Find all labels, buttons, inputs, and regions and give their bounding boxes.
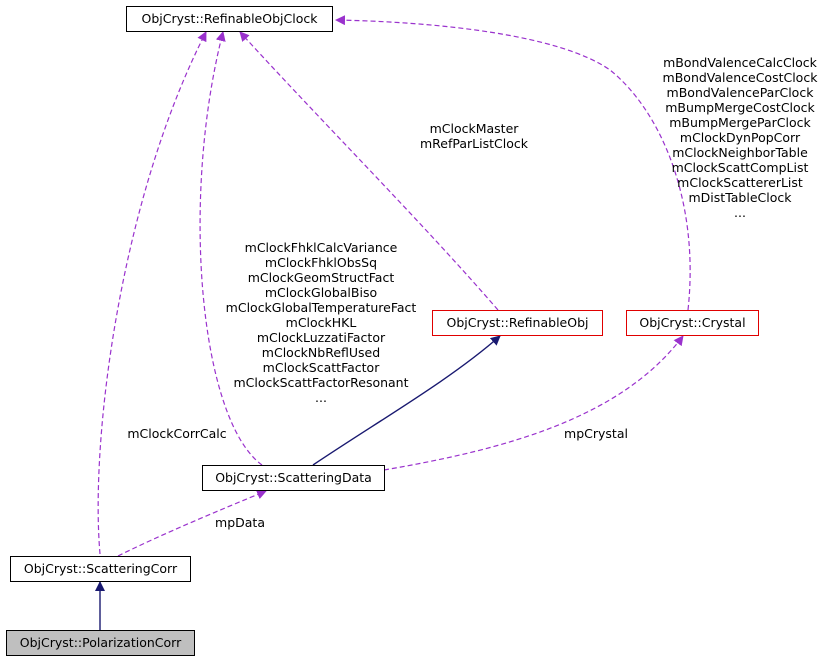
label-line: mBondValenceCalcClock — [663, 55, 817, 70]
node-crystal[interactable]: ObjCryst::Crystal — [626, 310, 759, 336]
label-line: mBondValenceCostClock — [662, 70, 818, 85]
label-refinable-obj-clocks: mClockMaster mRefParListClock — [420, 121, 528, 151]
label-corr-calc-clock: mClockCorrCalc — [127, 426, 227, 441]
label-line: mClockNeighborTable — [672, 145, 808, 160]
label-mp-data: mpData — [215, 515, 265, 530]
label-line: mClockFhklCalcVariance — [244, 240, 398, 255]
edge-scatteringdata-clock — [199, 31, 263, 466]
node-scattering-data[interactable]: ObjCryst::ScatteringData — [202, 465, 385, 491]
label-line: mClockScattFactorResonant — [233, 375, 409, 390]
label-line: mBumpMergeParClock — [669, 115, 811, 130]
label-line: mClockHKL — [285, 315, 357, 330]
label-line: mClockScattererList — [677, 175, 803, 190]
label-line: mClockGlobalBiso — [264, 285, 378, 300]
edge-scatteringdata-crystal — [383, 335, 684, 471]
label-line: mClockMaster — [429, 121, 519, 136]
label-line: mDistTableClock — [688, 190, 792, 205]
label-line: mBumpMergeCostClock — [665, 100, 815, 115]
node-scattering-corr[interactable]: ObjCryst::ScatteringCorr — [10, 556, 191, 582]
edge-scatteringcorr-scatteringdata — [117, 489, 267, 557]
label-mp-crystal: mpCrystal — [564, 426, 628, 441]
edge-refinableobj-clock — [239, 31, 499, 311]
label-line: mClockGlobalTemperatureFact — [225, 300, 417, 315]
edge-scatteringdata-refinableobj — [312, 335, 501, 466]
label-line: ... — [734, 205, 746, 220]
label-line: mRefParListClock — [420, 136, 528, 151]
node-polarization-corr[interactable]: ObjCryst::PolarizationCorr — [6, 630, 195, 656]
label-crystal-clocks: mBondValenceCalcClock mBondValenceCostCl… — [663, 55, 818, 220]
label-line: mBondValenceParClock — [666, 85, 814, 100]
label-line: mClockNbReflUsed — [261, 345, 381, 360]
node-refinable-obj[interactable]: ObjCryst::RefinableObj — [432, 310, 603, 336]
label-line: ... — [315, 390, 327, 405]
edge-crystal-clock — [335, 15, 691, 311]
label-line: mClockDynPopCorr — [679, 130, 801, 145]
label-line: mClockFhklObsSq — [264, 255, 378, 270]
label-line: mClockGeomStructFact — [247, 270, 395, 285]
label-line: mClockScattCompList — [671, 160, 809, 175]
label-line: mClockLuzzatiFactor — [256, 330, 386, 345]
label-scattering-data-clocks: mClockFhklCalcVariance mClockFhklObsSq m… — [226, 240, 417, 405]
edge-scatteringcorr-clock — [97, 31, 207, 555]
node-refinable-obj-clock[interactable]: ObjCryst::RefinableObjClock — [126, 6, 333, 32]
label-line: mClockScattFactor — [262, 360, 380, 375]
